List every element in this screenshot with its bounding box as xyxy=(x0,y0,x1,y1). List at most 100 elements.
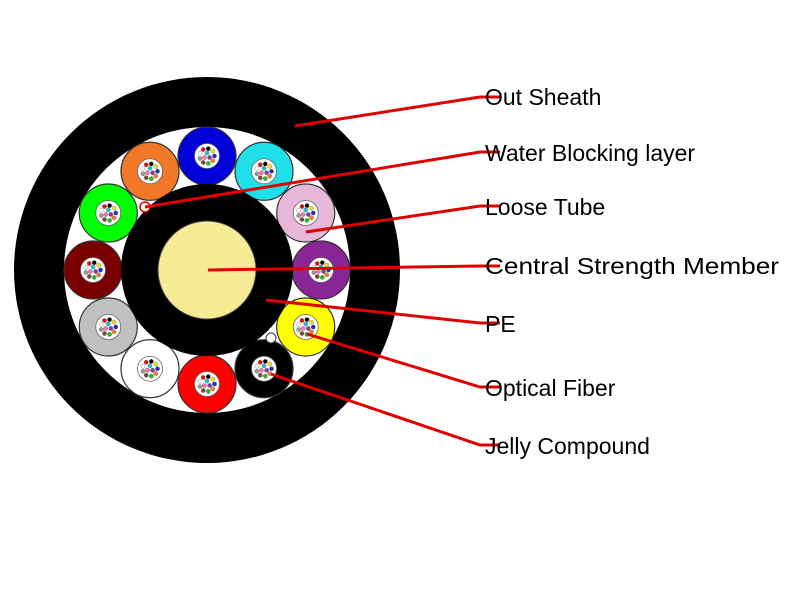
loose-tube xyxy=(120,339,180,399)
optical-fiber xyxy=(304,203,310,208)
optical-fiber xyxy=(206,389,211,394)
leader-jelly xyxy=(270,372,500,447)
optical-fiber xyxy=(153,371,159,376)
optical-fiber xyxy=(263,373,268,379)
optical-fiber xyxy=(155,168,160,174)
optical-fiber xyxy=(140,171,146,177)
optical-fiber xyxy=(197,151,203,156)
loose-tube xyxy=(78,297,138,357)
optical-fiber xyxy=(267,361,273,367)
optical-fiber xyxy=(96,262,102,268)
optical-fiber xyxy=(197,156,203,161)
optical-fiber xyxy=(107,203,112,208)
optical-fiber xyxy=(299,318,305,323)
optical-fiber xyxy=(206,146,211,151)
optical-fiber xyxy=(105,207,111,213)
optical-fiber xyxy=(304,218,310,223)
optical-fiber xyxy=(310,324,316,330)
optical-fiber xyxy=(200,160,206,165)
optical-fiber xyxy=(206,374,211,379)
optical-fiber xyxy=(150,170,155,176)
optical-fiber xyxy=(200,388,206,393)
optical-fiber xyxy=(263,161,268,167)
optical-fiber xyxy=(257,162,263,168)
optical-fiber xyxy=(306,326,311,331)
optical-fiber xyxy=(254,369,260,374)
optical-fiber xyxy=(200,375,206,380)
optical-fiber xyxy=(296,213,301,218)
label-water-blocking: Water Blocking layer xyxy=(485,140,695,166)
optical-fiber xyxy=(149,176,154,181)
optical-fiber xyxy=(309,319,314,325)
optical-fiber xyxy=(299,331,305,336)
loose-tube xyxy=(177,354,237,414)
optical-fiber xyxy=(310,210,316,216)
optical-fiber xyxy=(98,322,104,327)
optical-fiber xyxy=(257,372,263,378)
optical-fiber xyxy=(267,173,273,179)
optical-fiber xyxy=(299,204,305,209)
optical-fiber xyxy=(316,269,321,274)
loose-tube xyxy=(120,141,180,201)
optical-fiber xyxy=(202,155,207,160)
leader-water-blocking xyxy=(144,150,500,209)
optical-fiber xyxy=(324,272,330,278)
optical-fiber xyxy=(207,155,212,160)
optical-fiber xyxy=(108,212,114,217)
optical-fiber xyxy=(143,175,149,181)
cable-cross-section xyxy=(14,77,400,463)
optical-fiber xyxy=(102,217,107,222)
optical-fiber xyxy=(147,363,153,369)
optical-fiber xyxy=(153,173,159,179)
loose-tube xyxy=(78,183,138,243)
optical-fiber xyxy=(296,322,301,327)
optical-fiber xyxy=(140,369,146,374)
optical-fiber xyxy=(107,317,112,322)
label-out-sheath: Out Sheath xyxy=(485,84,601,110)
optical-fiber xyxy=(267,164,273,169)
optical-fiber xyxy=(320,260,325,265)
optical-fiber xyxy=(147,165,153,171)
optical-fiber xyxy=(98,213,104,218)
optical-fiber xyxy=(314,261,320,266)
optical-fiber xyxy=(320,275,325,280)
optical-fiber xyxy=(113,210,119,216)
optical-fiber xyxy=(197,384,203,389)
optical-fiber xyxy=(257,359,263,365)
optical-fiber xyxy=(102,331,107,336)
label-central-member: Central Strength Member xyxy=(485,253,779,279)
leader-optical-fiber xyxy=(306,332,500,389)
optical-fiber xyxy=(314,274,320,279)
optical-fiber xyxy=(140,363,146,369)
optical-fiber xyxy=(155,366,160,372)
optical-fiber xyxy=(108,326,114,331)
optical-fiber xyxy=(92,260,97,265)
optical-fiber xyxy=(143,162,149,168)
optical-fiber xyxy=(300,212,306,217)
leader-out-sheath xyxy=(294,95,500,128)
optical-fiber xyxy=(140,166,146,171)
optical-fiber xyxy=(102,318,107,323)
optical-fiber xyxy=(150,367,155,373)
optical-fiber xyxy=(86,274,92,279)
optical-fiber xyxy=(321,269,326,274)
optical-fiber xyxy=(143,372,149,378)
optical-fiber xyxy=(93,269,98,274)
optical-fiber xyxy=(83,270,89,275)
loose-tube xyxy=(177,126,237,186)
optical-fiber xyxy=(324,262,330,268)
optical-fiber xyxy=(204,378,210,384)
optical-fiber xyxy=(105,321,111,327)
optical-fiber xyxy=(269,366,274,372)
optical-fiber xyxy=(92,275,97,280)
optical-fiber xyxy=(98,208,104,213)
optical-fiber xyxy=(300,326,306,331)
optical-fiber xyxy=(90,264,96,270)
leader-central-member xyxy=(207,264,500,272)
optical-fiber xyxy=(103,326,108,331)
optical-fiber xyxy=(309,205,314,211)
optical-fiber xyxy=(206,161,211,166)
optical-fiber xyxy=(111,205,117,211)
optical-fiber xyxy=(111,329,117,335)
